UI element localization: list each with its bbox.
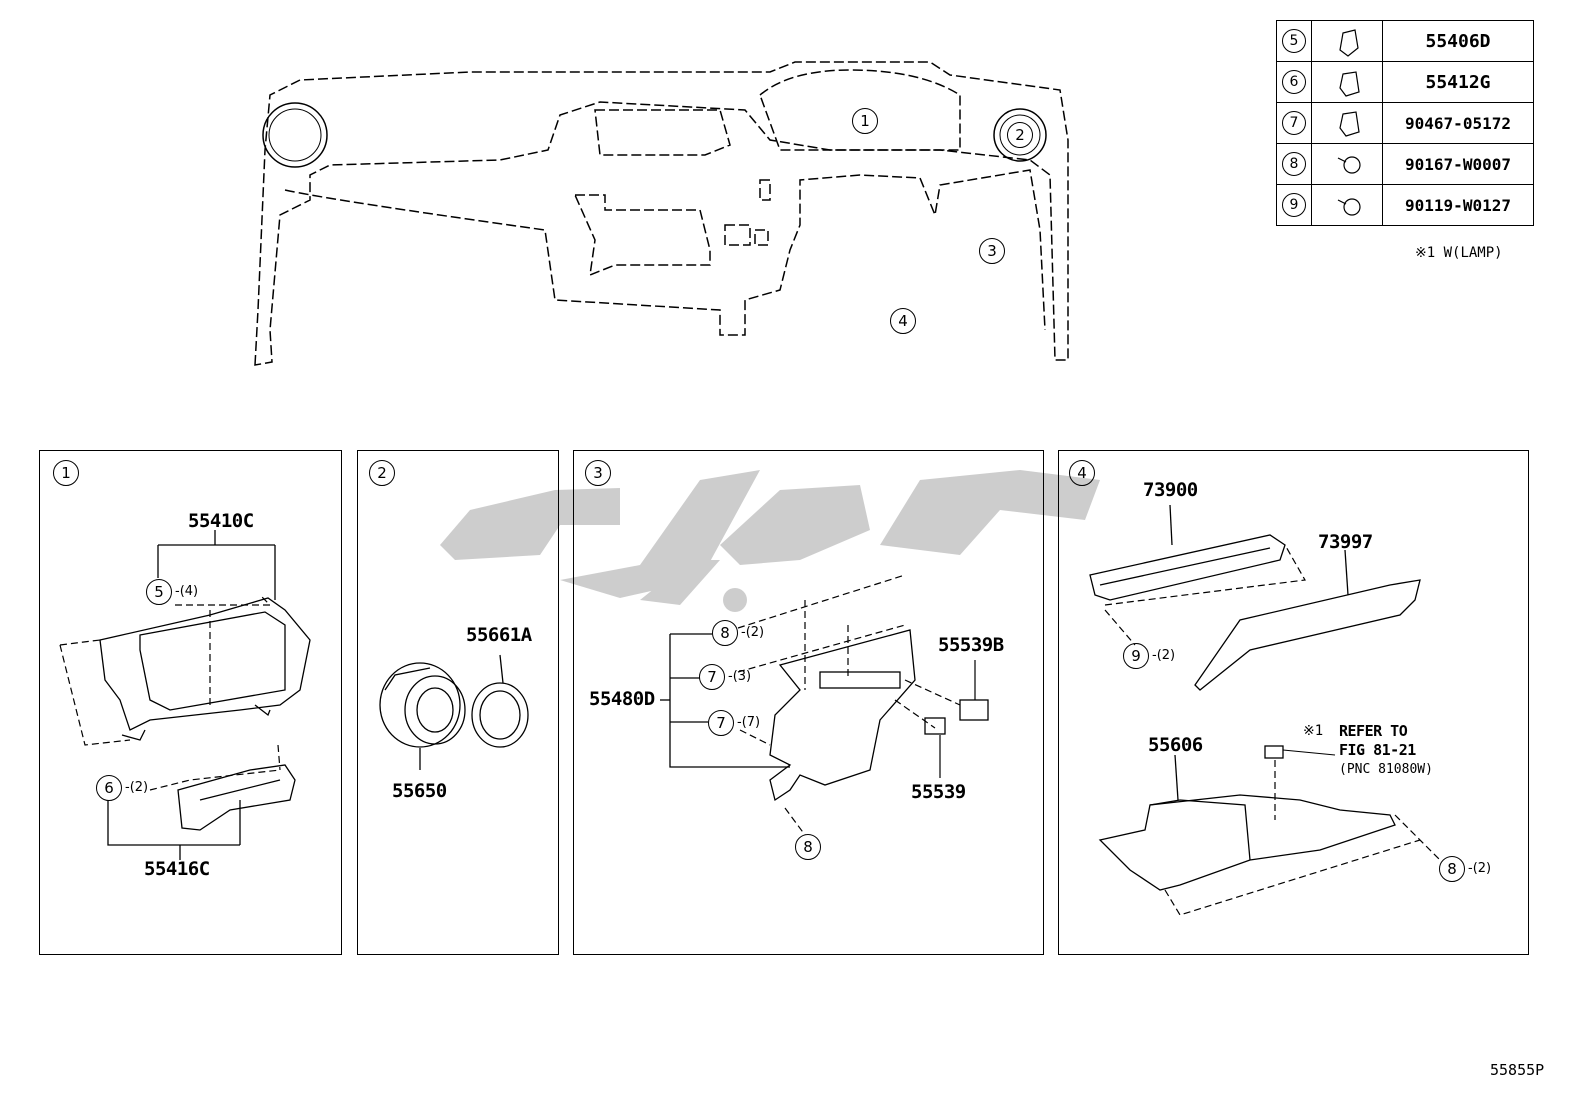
p1-leader-lines: [59, 594, 281, 791]
fastener-callout-5[interactable]: 5: [146, 579, 172, 605]
bracket-73997: [1194, 549, 1421, 691]
fastener-qty: -(7): [737, 715, 761, 730]
overview-callout-2[interactable]: 2: [1007, 122, 1033, 148]
fastener-callout-8[interactable]: 8: [1439, 856, 1465, 882]
vent-55650: [379, 662, 466, 770]
refer-line-2[interactable]: FIG 81-21: [1339, 741, 1416, 759]
fastener-qty: -(2): [125, 780, 149, 795]
panel-3-number: 3: [585, 460, 611, 486]
refer-mark: ※1: [1303, 723, 1324, 739]
ring-55661A: [471, 654, 529, 748]
dashboard-outline: [254, 61, 1069, 366]
refer-line-1: REFER TO: [1339, 722, 1408, 740]
overview-callout-3[interactable]: 3: [979, 238, 1005, 264]
legend-num: 9: [1282, 193, 1306, 217]
overview-callout-1[interactable]: 1: [852, 108, 878, 134]
legend-row: 9 90119-W0127: [1276, 184, 1534, 226]
legend-part-number: 90119-W0127: [1382, 184, 1534, 226]
fastener-callout-9[interactable]: 9: [1123, 643, 1149, 669]
lamp-part: [1264, 745, 1284, 759]
detail-panel-3: [573, 450, 1044, 955]
fastener-callout-7[interactable]: 7: [699, 664, 725, 690]
legend-num: 7: [1282, 111, 1306, 135]
legend-num: 6: [1282, 70, 1306, 94]
fastener-callout-7[interactable]: 7: [708, 710, 734, 736]
legend-num: 8: [1282, 152, 1306, 176]
legend-part-number: 90467-05172: [1382, 102, 1534, 144]
legend-part-number: 55406D: [1382, 20, 1534, 62]
part-label-55410C[interactable]: 55410C: [188, 510, 254, 532]
part-label-73997[interactable]: 73997: [1318, 531, 1373, 553]
detail-panel-2: [357, 450, 559, 955]
fastener-qty: -(2): [1152, 648, 1176, 663]
panel-4-number: 4: [1069, 460, 1095, 486]
part-label-55480D[interactable]: 55480D: [589, 688, 655, 710]
cover-55606: [1098, 754, 1396, 891]
panel-1-number: 1: [53, 460, 79, 486]
refer-line-3: (PNC 81080W): [1339, 762, 1433, 777]
detail-panel-4: [1058, 450, 1529, 955]
lower-panel-55480D: [769, 629, 916, 802]
legend-part-number: 55412G: [1382, 61, 1534, 103]
part-label-55539B[interactable]: 55539B: [938, 634, 1004, 656]
switch-55539: [924, 717, 946, 735]
fastener-callout-8[interactable]: 8: [712, 620, 738, 646]
clip-icon: [1311, 102, 1383, 144]
part-label-55606[interactable]: 55606: [1148, 734, 1203, 756]
legend-row: 6 55412G: [1276, 61, 1534, 103]
part-label-55661A[interactable]: 55661A: [466, 624, 532, 646]
legend-num: 5: [1282, 29, 1306, 53]
part-label-55416C[interactable]: 55416C: [144, 858, 210, 880]
part-label-55539[interactable]: 55539: [911, 781, 966, 803]
legend-row: 5 55406D: [1276, 20, 1534, 62]
watermark-logo: [440, 470, 1100, 612]
left-vent-outline: [262, 102, 328, 168]
legend-row: 7 90467-05172: [1276, 102, 1534, 144]
fastener-legend-table: 5 55406D 6 55412G 7 90467-05172 8 90167-…: [1276, 20, 1534, 226]
fastener-callout-6[interactable]: 6: [96, 775, 122, 801]
clip-icon: [1311, 20, 1383, 62]
legend-part-number: 90167-W0007: [1382, 143, 1534, 185]
p4-leader-lines: [1104, 544, 1441, 916]
fastener-qty: -(2): [1468, 861, 1492, 876]
legend-row: 8 90167-W0007: [1276, 143, 1534, 185]
bolt-icon: [1311, 184, 1383, 226]
fastener-qty: -(4): [175, 584, 199, 599]
fastener-qty: -(2): [741, 625, 765, 640]
detail-panel-1: [39, 450, 342, 955]
part-label-55650[interactable]: 55650: [392, 780, 447, 802]
switch-55539B: [959, 699, 989, 721]
screw-icon: [1311, 143, 1383, 185]
figure-id: 55855P: [1490, 1061, 1545, 1079]
p3-leader-lines: [737, 574, 961, 836]
clip-icon: [1311, 61, 1383, 103]
airbag-73900: [1089, 504, 1286, 601]
lower-cover-55416C: [177, 764, 296, 831]
part-label-73900[interactable]: 73900: [1143, 479, 1198, 501]
right-vent-outline: [993, 108, 1047, 162]
legend-note: ※1 W(LAMP): [1415, 245, 1503, 261]
overview-callout-4[interactable]: 4: [890, 308, 916, 334]
fastener-qty: -(3): [728, 669, 752, 684]
meter-hood-55410C: [99, 597, 311, 741]
panel-2-number: 2: [369, 460, 395, 486]
fastener-callout-8[interactable]: 8: [795, 834, 821, 860]
